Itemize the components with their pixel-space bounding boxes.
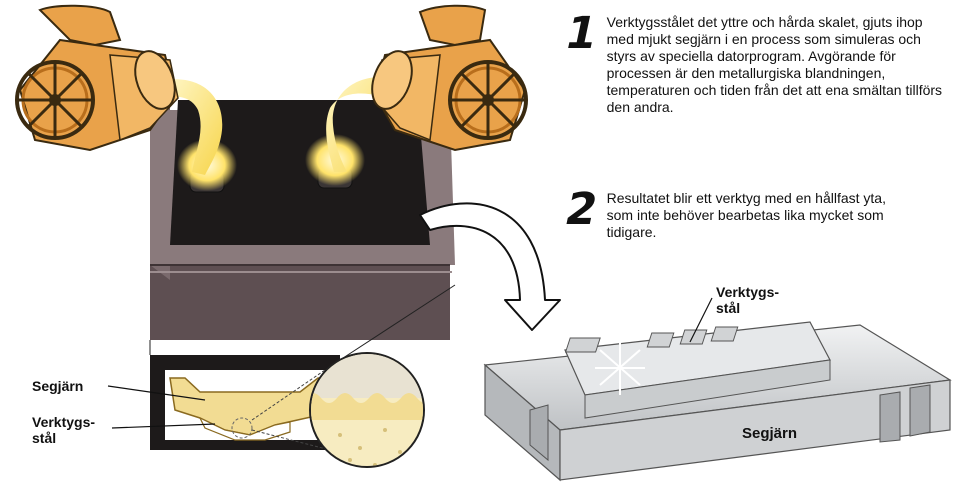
cross-section-steel-layer xyxy=(198,416,291,441)
step-2-number: 2 xyxy=(560,184,603,235)
label-segjarn-left: Segjärn xyxy=(32,378,84,394)
tool-base-side xyxy=(559,379,951,481)
label-segjarn-bottom: Segjärn xyxy=(742,425,798,442)
finished-tool xyxy=(483,297,952,482)
step-1: 1 Verktygsstålet det yttre och hårda ska… xyxy=(561,8,951,116)
molten-streams xyxy=(165,76,395,191)
sparkle-icon xyxy=(595,340,645,395)
label-verktygsstal-top-line1: Verktygs- xyxy=(716,284,780,300)
step-1-text: Verktygsstålet det yttre och hårda skale… xyxy=(606,14,943,115)
step-2-text: Resultatet blir ett verktyg med en hållf… xyxy=(606,190,886,240)
label-verktygsstal-left-line1: Verktygs- xyxy=(32,414,96,430)
mold-box-front xyxy=(150,265,450,340)
step-2: 2 Resultatet blir ett verktyg med en hål… xyxy=(561,184,951,241)
ladle-left xyxy=(15,4,179,152)
ladle-right xyxy=(371,4,528,152)
leader-segjarn xyxy=(107,385,206,401)
label-verktygsstal-top: Verktygs- stål xyxy=(716,284,779,316)
label-verktygsstal-left-line2: stål xyxy=(32,430,57,446)
step-1-number: 1 xyxy=(560,8,603,59)
leader-verktygsstal xyxy=(111,423,216,429)
label-verktygsstal-top-line2: stål xyxy=(716,300,741,316)
cross-section xyxy=(149,284,456,451)
magnifier-interface xyxy=(311,393,423,420)
molten-stream-left xyxy=(165,79,223,175)
mold-box-cavity xyxy=(170,100,430,245)
label-verktygsstal-left: Verktygs- stål xyxy=(32,414,95,446)
process-arrow xyxy=(419,202,561,331)
molten-stream-right xyxy=(326,76,395,172)
